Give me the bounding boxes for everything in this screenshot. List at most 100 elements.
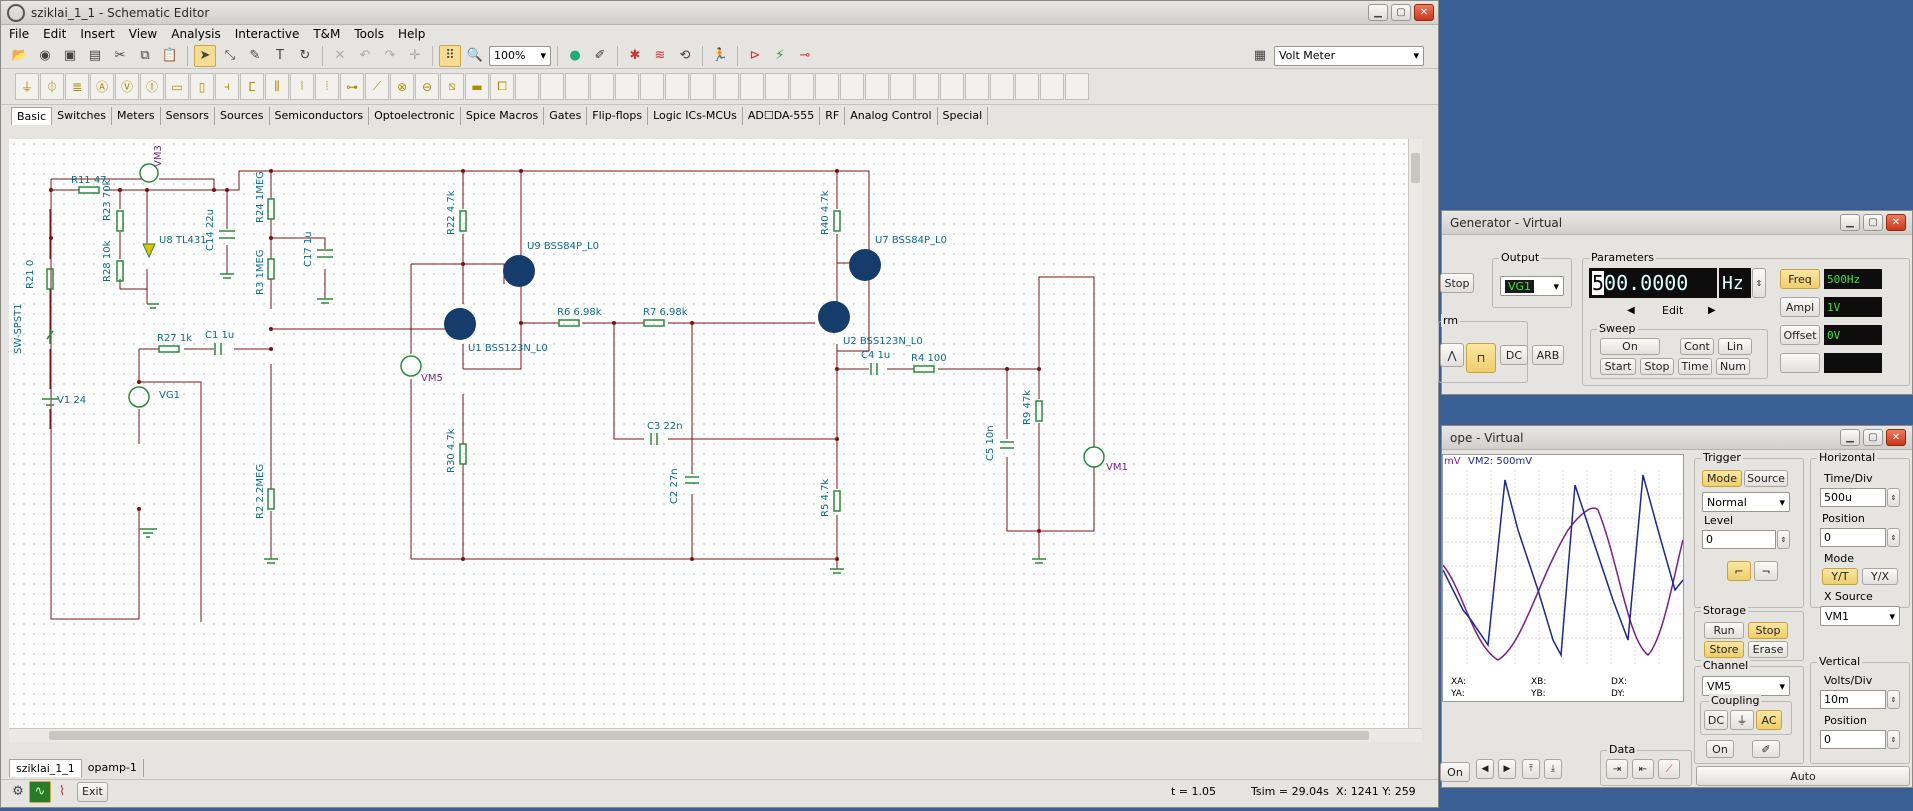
close-button[interactable]: ✕	[1414, 4, 1434, 21]
tab-spice-macros[interactable]: Spice Macros	[461, 107, 545, 125]
sweep-num-button[interactable]: Num	[1716, 358, 1750, 375]
coupling-dc-button[interactable]: DC	[1704, 710, 1728, 730]
square-wave-button[interactable]: ⊓	[1466, 343, 1496, 373]
generator-stop-button[interactable]: Stop	[1440, 273, 1474, 293]
scroll-left-button[interactable]: ◀	[1476, 759, 1494, 779]
tab-meters[interactable]: Meters	[112, 107, 161, 125]
redo-icon[interactable]: ↷	[384, 48, 396, 63]
zoom-icon[interactable]: 🔍	[466, 48, 484, 63]
edit-label[interactable]: Edit	[1662, 304, 1684, 317]
tab-ad-da[interactable]: AD☐DA-555	[743, 107, 821, 125]
cut-icon[interactable]: ✂	[114, 48, 126, 63]
time-div-spin[interactable]: ⇕	[1887, 488, 1900, 507]
storage-store-button[interactable]: Store	[1704, 641, 1744, 658]
probe-icon[interactable]: ✐	[594, 48, 606, 63]
tab-rf[interactable]: RF	[820, 107, 846, 125]
ground-part-icon[interactable]: ⏚	[15, 73, 39, 100]
trigger-falling-edge-button[interactable]: ¬	[1754, 561, 1778, 581]
close-button[interactable]: ✕	[1886, 214, 1906, 231]
delete-icon[interactable]: ✕	[334, 48, 346, 63]
crosshair-icon[interactable]: ✛	[409, 48, 421, 63]
trigger-mode-select[interactable]: Normal▾	[1702, 492, 1790, 512]
tab-sources[interactable]: Sources	[215, 107, 270, 125]
v-position-spin[interactable]: ⇕	[1887, 730, 1900, 749]
paste-icon[interactable]: 📋	[161, 48, 179, 63]
extra-param-button[interactable]	[1780, 353, 1820, 373]
storage-erase-button[interactable]: Erase	[1748, 641, 1788, 658]
relay-part-icon[interactable]: ▬	[465, 73, 489, 100]
storage-stop-button[interactable]: Stop	[1748, 622, 1788, 639]
tab-gates[interactable]: Gates	[544, 107, 588, 125]
scroll-up-button[interactable]: ⤒	[1522, 759, 1540, 779]
potentiometer-part-icon[interactable]: ⧅	[440, 73, 464, 100]
menu-edit[interactable]: Edit	[43, 27, 67, 41]
select-arrow-icon[interactable]: ➤	[194, 44, 216, 67]
wave-dc-button[interactable]: DC	[1500, 345, 1528, 365]
coupling-ac-button[interactable]: AC	[1756, 710, 1782, 730]
mode-yx-button[interactable]: Y/X	[1862, 568, 1898, 585]
unit-spin[interactable]: ⇕	[1752, 268, 1766, 298]
close-button[interactable]: ✕	[1886, 429, 1906, 446]
inductor-part-icon[interactable]: ⵎ	[240, 73, 264, 100]
maximize-button[interactable]: ▢	[1863, 429, 1883, 446]
tab-special[interactable]: Special	[938, 107, 989, 125]
motor-part-icon[interactable]: ⊖	[415, 73, 439, 100]
run-icon[interactable]: 🏃	[711, 48, 729, 63]
web-open-icon[interactable]: ◉	[39, 48, 51, 63]
scroll-down-button[interactable]: ⤓	[1544, 759, 1562, 779]
menu-file[interactable]: File	[9, 27, 30, 41]
exit-button[interactable]: Exit	[77, 781, 108, 802]
save-as-icon[interactable]: ▤	[88, 48, 102, 63]
scroll-right-button[interactable]: ▶	[1498, 759, 1516, 779]
ac-analysis-icon[interactable]: ≋	[654, 48, 666, 63]
scope-screen[interactable]: mV VM2: 500mV XA: XB: DX: YA: YB: DY:	[1442, 454, 1684, 702]
current-source-part-icon[interactable]: Ⓘ	[140, 73, 164, 100]
sweep-on-button[interactable]: On	[1600, 338, 1660, 355]
resistor-vertical-part-icon[interactable]: ▯	[190, 73, 214, 100]
data-chart-icon[interactable]: ⟋	[1658, 759, 1680, 779]
menu-analysis[interactable]: Analysis	[171, 27, 221, 41]
volts-div-input[interactable]: 10m	[1820, 690, 1886, 709]
rotate-tool-icon[interactable]: ↻	[299, 48, 311, 63]
ammeter-part-icon[interactable]: Ⓐ	[90, 73, 114, 100]
tab-flip-flops[interactable]: Flip-flops	[587, 107, 649, 125]
menu-interactive[interactable]: Interactive	[234, 27, 300, 41]
instrument-icon[interactable]: ▦	[1253, 48, 1267, 63]
copy-icon[interactable]: ⧉	[140, 48, 150, 63]
maximize-button[interactable]: ▢	[1391, 4, 1411, 21]
auto-button[interactable]: Auto	[1696, 766, 1910, 786]
trigger-level-input[interactable]: 0	[1702, 530, 1776, 549]
trigger-source-button[interactable]: Source	[1744, 470, 1788, 487]
marker-icon[interactable]: ⊸	[799, 48, 811, 63]
component-search-icon[interactable]: ✱	[629, 48, 641, 63]
tab-switches[interactable]: Switches	[52, 107, 112, 125]
freq-button[interactable]: Freq	[1780, 269, 1820, 289]
ampl-button[interactable]: Ampl	[1780, 297, 1820, 317]
trigger-level-spin[interactable]: ⇕	[1777, 530, 1790, 549]
resistor-part-icon[interactable]: ▭	[165, 73, 189, 100]
sweep-stop-button[interactable]: Stop	[1640, 358, 1674, 375]
minimize-button[interactable]: ▁	[1840, 429, 1860, 446]
tab-analog-control[interactable]: Analog Control	[845, 107, 938, 125]
variable-resistor-part-icon[interactable]: ⧠	[490, 73, 514, 100]
schematic-canvas[interactable]: R11 47 R23 70k U8 TL431 R28 10k R21 0 SW…	[9, 139, 1422, 742]
minimize-button[interactable]: ▁	[1840, 214, 1860, 231]
vertical-scrollbar[interactable]	[1408, 139, 1422, 742]
channel-on-button[interactable]: On	[1706, 740, 1734, 758]
settings-icon[interactable]: ⚙	[12, 784, 24, 799]
volts-div-spin[interactable]: ⇕	[1887, 690, 1900, 709]
mode-yt-button[interactable]: Y/T	[1822, 568, 1858, 585]
x-source-select[interactable]: VM1▾	[1820, 606, 1900, 626]
instrument-select[interactable]: Volt Meter▾	[1274, 45, 1424, 66]
scope-title-bar[interactable]: ope - Virtual ▁ ▢ ✕	[1442, 426, 1912, 450]
channel-color-button[interactable]: ✐	[1752, 740, 1780, 758]
generator-title-bar[interactable]: Generator - Virtual ▁ ▢ ✕	[1442, 211, 1912, 235]
zoom-select[interactable]: 100%▾	[489, 45, 551, 66]
graph-icon[interactable]: ⌇	[58, 784, 66, 799]
title-bar[interactable]: sziklai_1_1 - Schematic Editor ▁ ▢ ✕	[1, 1, 1438, 25]
channel-select[interactable]: VM5▾	[1702, 676, 1790, 696]
h-position-input[interactable]: 0	[1820, 528, 1886, 547]
offset-button[interactable]: Offset	[1780, 325, 1820, 345]
sweep-time-button[interactable]: Time	[1678, 358, 1712, 375]
tab-logic-ics[interactable]: Logic ICs-MCUs	[648, 107, 743, 125]
